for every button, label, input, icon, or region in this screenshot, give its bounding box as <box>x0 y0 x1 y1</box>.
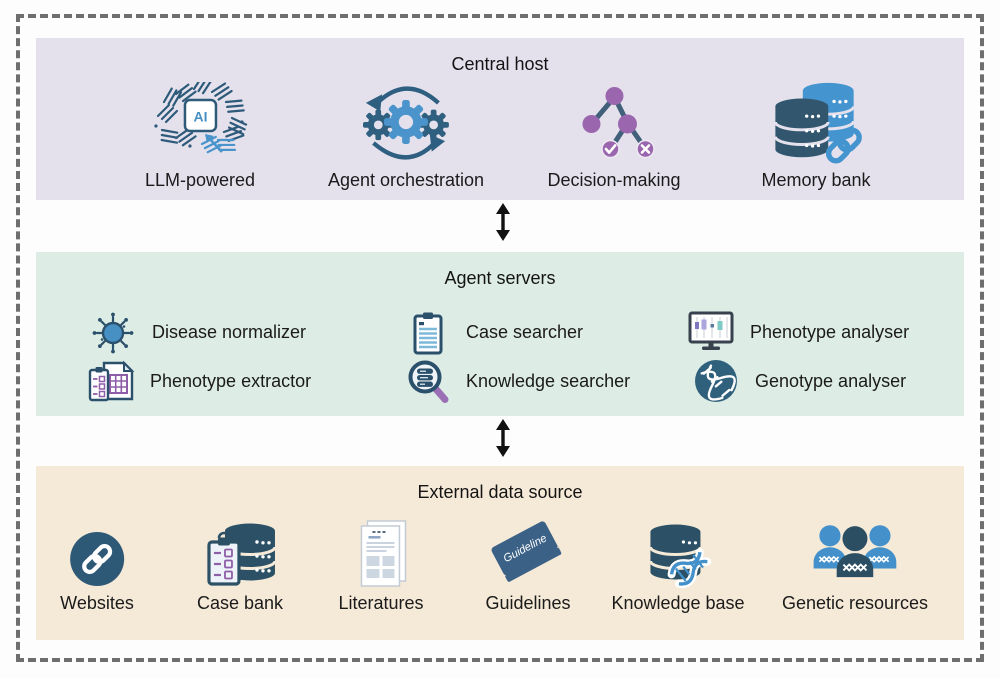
item-label: LLM-powered <box>144 170 256 190</box>
item-label: Guidelines <box>485 593 571 613</box>
dashed-border <box>16 14 984 662</box>
item-label: Case bank <box>196 593 284 613</box>
item-websites: Websites <box>60 518 134 614</box>
item-label: Websites <box>60 593 134 613</box>
item-knowledge-searcher: Knowledge searcher <box>402 358 630 404</box>
article-pages-icon <box>354 518 408 588</box>
people-dna-icon <box>805 518 905 588</box>
item-guidelines: Guideline Guidelines <box>485 518 571 614</box>
item-label: Agent orchestration <box>327 170 485 190</box>
item-phenotype-extractor: Phenotype extractor <box>86 358 311 404</box>
item-genetic-resources: Genetic resources <box>782 518 928 614</box>
item-label: Genetic resources <box>781 593 929 613</box>
central-host-title: Central host <box>451 54 549 74</box>
item-label: Knowledge searcher <box>466 370 631 391</box>
bidirectional-arrow <box>494 203 512 241</box>
item-label: Literatures <box>338 593 424 613</box>
clipboard-table-icon <box>86 359 136 403</box>
item-llm-powered: AI LLM-powered <box>145 82 255 191</box>
monitor-chart-icon <box>686 309 736 355</box>
item-label: Memory bank <box>761 170 871 190</box>
magnifier-database-icon <box>402 357 452 405</box>
book-icon: Guideline <box>485 518 571 588</box>
database-clipboard-icon <box>201 518 279 588</box>
item-literatures: Literatures <box>338 518 424 614</box>
bidirectional-arrow <box>494 419 512 457</box>
external-data-source-title: External data source <box>417 482 583 502</box>
item-label: Phenotype extractor <box>150 370 312 391</box>
item-disease-normalizer: Disease normalizer <box>88 309 306 355</box>
dna-circle-icon <box>691 358 741 404</box>
item-case-searcher: Case searcher <box>402 309 583 355</box>
item-memory-bank: Memory bank <box>761 82 871 191</box>
item-agent-orchestration: Agent orchestration <box>328 82 484 191</box>
item-genotype-analyser: Genotype analyser <box>691 358 906 404</box>
item-label: Disease normalizer <box>152 321 307 342</box>
decision-tree-icon <box>564 82 664 162</box>
item-label: Genotype analyser <box>755 370 907 391</box>
agent-servers-band: Agent servers <box>36 252 964 416</box>
item-label: Case searcher <box>466 321 584 342</box>
item-label: Phenotype analyser <box>750 321 910 342</box>
clipboard-icon <box>402 309 452 355</box>
item-label: Decision-making <box>547 170 681 190</box>
item-case-bank: Case bank <box>197 518 283 614</box>
item-knowledge-base: Knowledge base <box>611 518 745 614</box>
link-circle-icon <box>68 518 126 588</box>
ai-brain-icon: AI <box>150 82 250 162</box>
item-decision-making: Decision-making <box>547 82 681 191</box>
agent-servers-title: Agent servers <box>444 268 556 288</box>
item-phenotype-analyser: Phenotype analyser <box>686 309 909 355</box>
central-host-band: Central host <box>36 38 964 200</box>
database-dna-icon <box>642 518 714 588</box>
item-label: Knowledge base <box>611 593 745 613</box>
linked-databases-icon <box>764 82 868 164</box>
external-data-source-band: External data source Websites <box>36 466 964 640</box>
virus-icon <box>88 309 138 355</box>
gears-cycle-icon <box>352 82 460 162</box>
ai-chip-text: AI <box>194 109 208 125</box>
